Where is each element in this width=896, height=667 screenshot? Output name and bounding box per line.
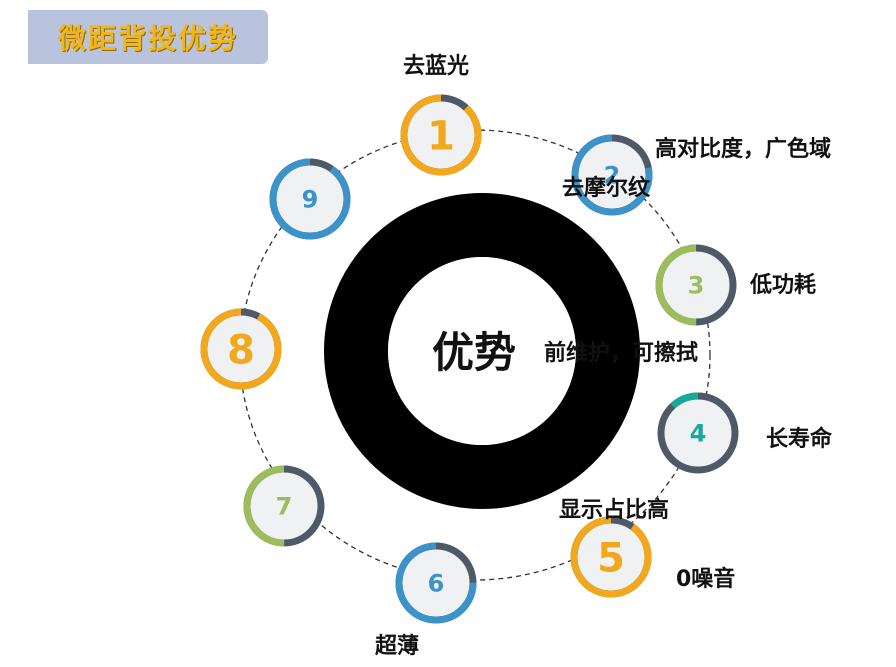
advantage-node-9: 9 <box>269 158 351 240</box>
advantage-nodes: 1 2 3 4 5 6 7 8 9 <box>200 94 739 624</box>
node-progress-arc <box>571 134 653 216</box>
advantage-label-2: 高对比度，广色域 <box>655 137 832 162</box>
advantage-node-1: 1 <box>400 94 482 176</box>
advantage-node-5: 5 <box>570 516 652 598</box>
advantage-label-7: 显示占比高 <box>558 498 669 523</box>
node-progress-arc <box>269 158 351 240</box>
node-number: 2 <box>604 162 621 190</box>
node-number: 5 <box>597 535 625 581</box>
center-label: 优势 <box>432 328 516 377</box>
advantage-label-3: 低功耗 <box>750 273 817 298</box>
node-progress-arc <box>655 244 737 326</box>
page-title: 微距背投优势 <box>57 22 238 55</box>
advantage-label-1: 去蓝光 <box>403 54 470 79</box>
node-progress-arc <box>243 465 325 547</box>
node-number: 9 <box>302 186 319 214</box>
advantage-node-8: 8 <box>200 308 282 390</box>
node-number: 3 <box>688 272 705 300</box>
node-progress-arc <box>657 392 739 474</box>
center-ring <box>324 193 640 509</box>
node-progress-arc <box>200 308 282 390</box>
advantage-node-7: 7 <box>243 465 325 547</box>
advantage-node-3: 3 <box>655 244 737 326</box>
center-disk <box>388 257 576 445</box>
advantage-node-2: 2 <box>571 134 653 216</box>
advantage-node-4: 4 <box>657 392 739 474</box>
node-progress-arc <box>395 542 477 624</box>
advantage-label-6: 超薄 <box>375 634 420 659</box>
node-number: 1 <box>427 113 455 159</box>
node-progress-arc <box>400 94 482 176</box>
advantage-label-8: 前维护，可擦拭 <box>543 341 698 366</box>
node-number: 4 <box>690 420 707 448</box>
advantage-node-6: 6 <box>395 542 477 624</box>
title-banner: 微距背投优势 <box>28 10 268 64</box>
node-number: 6 <box>428 570 445 598</box>
node-number: 7 <box>276 493 293 521</box>
advantage-label-9: 去摩尔纹 <box>561 176 650 201</box>
node-progress-arc <box>570 516 652 598</box>
advantage-label-5: 0噪音 <box>676 567 736 592</box>
advantage-label-4: 长寿命 <box>766 427 833 452</box>
node-number: 8 <box>227 327 255 373</box>
